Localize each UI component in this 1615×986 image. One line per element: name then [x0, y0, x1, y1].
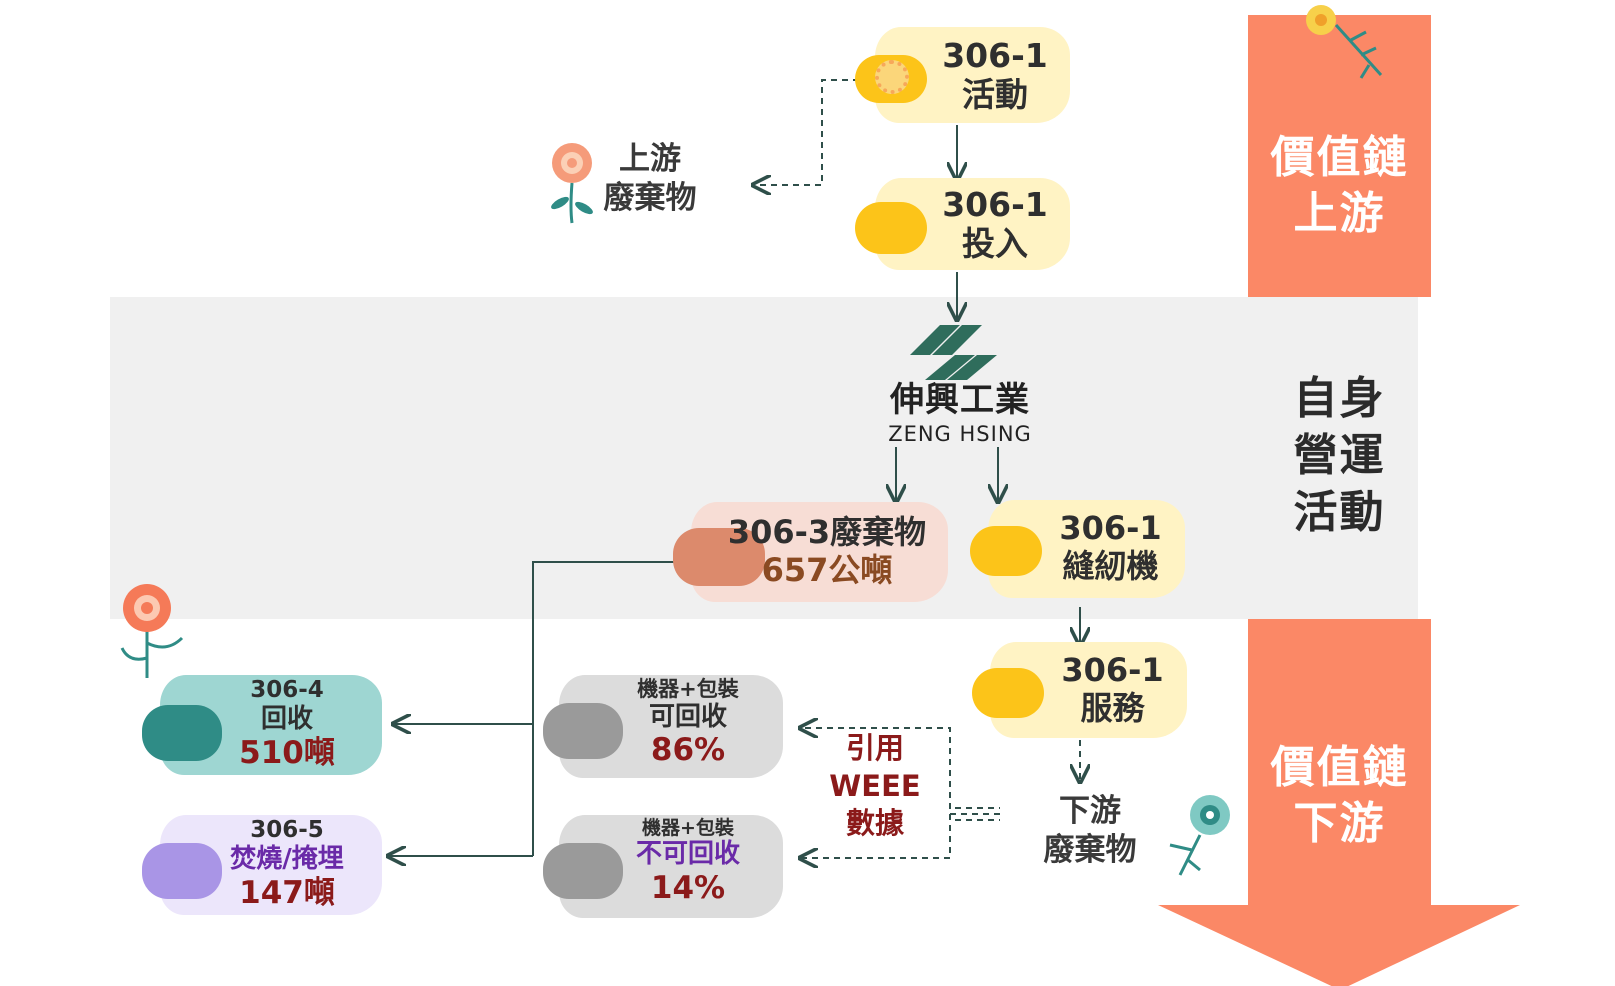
self-operations-label: 自身 營運 活動 — [1293, 373, 1386, 539]
purple-pill-icon — [142, 843, 222, 899]
teal-pill-icon — [142, 705, 222, 761]
flower-icon — [875, 60, 909, 94]
weee-data-label: 引用 WEEE 數據 — [829, 731, 921, 841]
node-label: 投入 — [962, 223, 1028, 263]
flower-icon — [120, 584, 184, 678]
node-code: 306-1 — [942, 36, 1048, 75]
flower-icon — [1169, 795, 1230, 876]
node-306-1-service: 306-1 服務 — [972, 642, 1187, 738]
yellow-pill-icon — [855, 202, 927, 254]
company-logo-icon — [910, 325, 997, 380]
gray-pill-icon — [543, 843, 623, 899]
value-chain-upstream-label: 價值鏈 上游 — [1270, 132, 1409, 240]
node-code: 306-4 — [250, 677, 324, 703]
node-recyclable: 機器+包裝 可回收 86% — [543, 675, 783, 778]
node-306-1-input: 306-1 投入 — [855, 178, 1070, 270]
node-label: 服務 — [1080, 688, 1145, 727]
node-code: 306-5 — [250, 817, 324, 843]
node-label: 回收 — [260, 704, 313, 735]
node-306-1-sewing-machine: 306-1 縫紉機 — [970, 500, 1185, 598]
node-306-1-activity: 306-1 活動 — [855, 27, 1070, 123]
node-code: 306-1 — [1059, 509, 1162, 547]
node-306-3-waste: 306-3廢棄物 657公噸 — [673, 502, 948, 602]
downstream-waste-label: 下游 廢棄物 — [1043, 793, 1137, 868]
node-non-recyclable: 機器+包裝 不可回收 14% — [543, 815, 783, 918]
node-category: 機器+包裝 — [642, 817, 734, 839]
salmon-pill-icon — [673, 528, 765, 586]
node-label: 活動 — [962, 74, 1028, 114]
yellow-pill-icon — [970, 526, 1042, 576]
node-306-4-recycle: 306-4 回收 510噸 — [142, 675, 382, 775]
company-name-cn: 伸興工業 — [890, 380, 1030, 420]
node-code: 306-1 — [1061, 651, 1164, 689]
flower-icon — [551, 143, 593, 224]
node-label: 焚燒/掩埋 — [230, 844, 344, 875]
node-category: 機器+包裝 — [637, 677, 739, 701]
yellow-pill-icon — [972, 668, 1044, 718]
node-code: 306-1 — [942, 185, 1048, 224]
value-chain-arrow-upper — [1248, 15, 1431, 297]
node-label: 可回收 — [648, 701, 727, 732]
upstream-waste-label: 上游 廢棄物 — [603, 141, 697, 216]
company-name-en: ZENG HSING — [888, 422, 1032, 446]
node-value: 14% — [650, 870, 726, 907]
value-chain-downstream-label: 價值鏈 下游 — [1270, 742, 1409, 850]
waste-value: 657公噸 — [761, 550, 893, 589]
node-value: 510噸 — [239, 734, 335, 771]
node-306-5-incinerate: 306-5 焚燒/掩埋 147噸 — [142, 815, 382, 915]
node-value: 86% — [650, 732, 726, 769]
waste-title: 306-3廢棄物 — [727, 513, 927, 551]
node-label: 縫紉機 — [1062, 546, 1159, 585]
node-label: 不可回收 — [635, 839, 740, 870]
value-chain-arrow-lower — [1158, 619, 1520, 986]
flower-icon — [1306, 5, 1383, 79]
gray-pill-icon — [543, 703, 623, 759]
node-value: 147噸 — [239, 874, 335, 911]
